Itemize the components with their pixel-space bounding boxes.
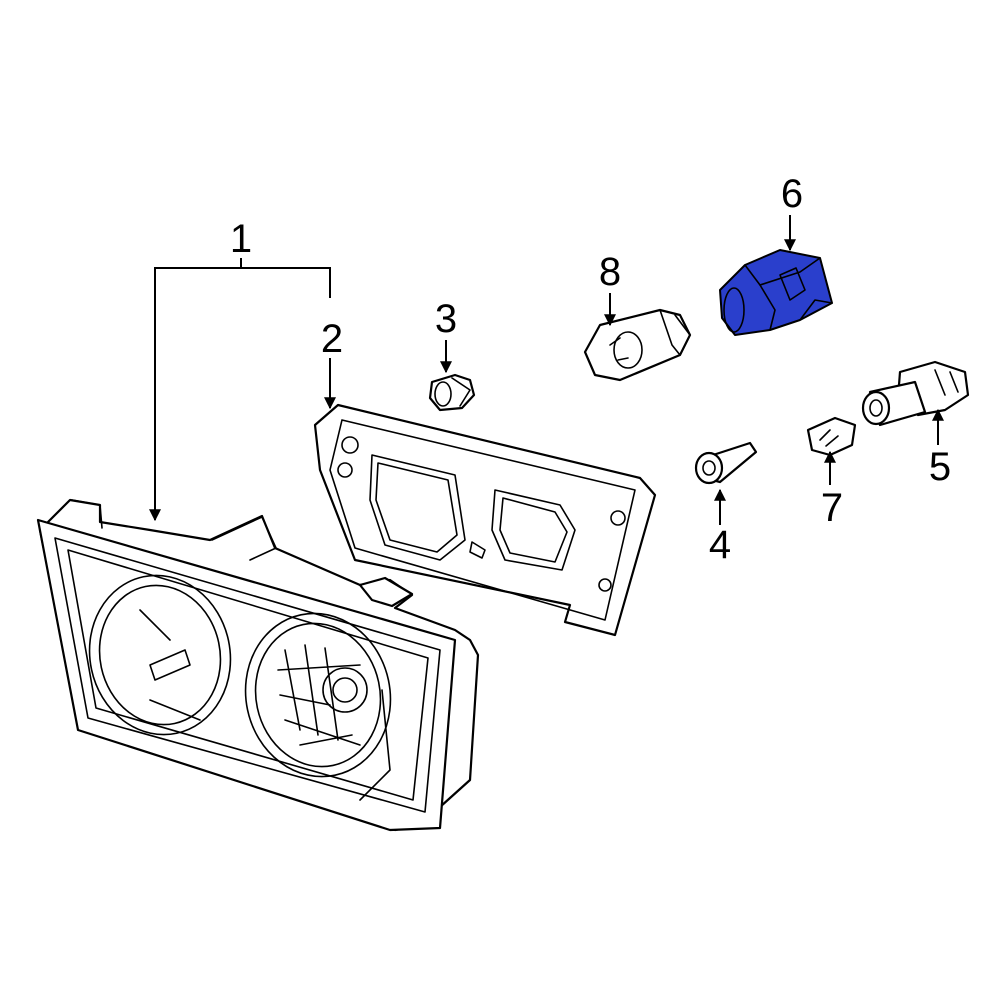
screw[interactable] [694,441,758,485]
leader-lines [149,215,944,525]
callout-4: 4 [709,523,731,567]
callout-7: 7 [821,486,843,530]
wedge-bulb-large[interactable] [583,308,692,382]
bulb-socket[interactable] [861,360,970,427]
rear-housing[interactable] [313,403,657,637]
callout-1: 1 [230,217,252,261]
callout-labels: 1 2 3 4 5 6 7 8 [230,172,951,567]
headlamp-assembly[interactable] [36,498,480,832]
grommet-nut[interactable] [428,373,476,412]
socket-connector-body [719,249,833,336]
callout-8: 8 [599,250,621,294]
callout-3: 3 [435,297,457,341]
wedge-bulb[interactable] [806,416,857,457]
socket-connector-highlighted[interactable] [719,249,833,336]
callout-2: 2 [321,317,343,361]
callout-6: 6 [781,172,803,216]
callout-5: 5 [929,445,951,489]
